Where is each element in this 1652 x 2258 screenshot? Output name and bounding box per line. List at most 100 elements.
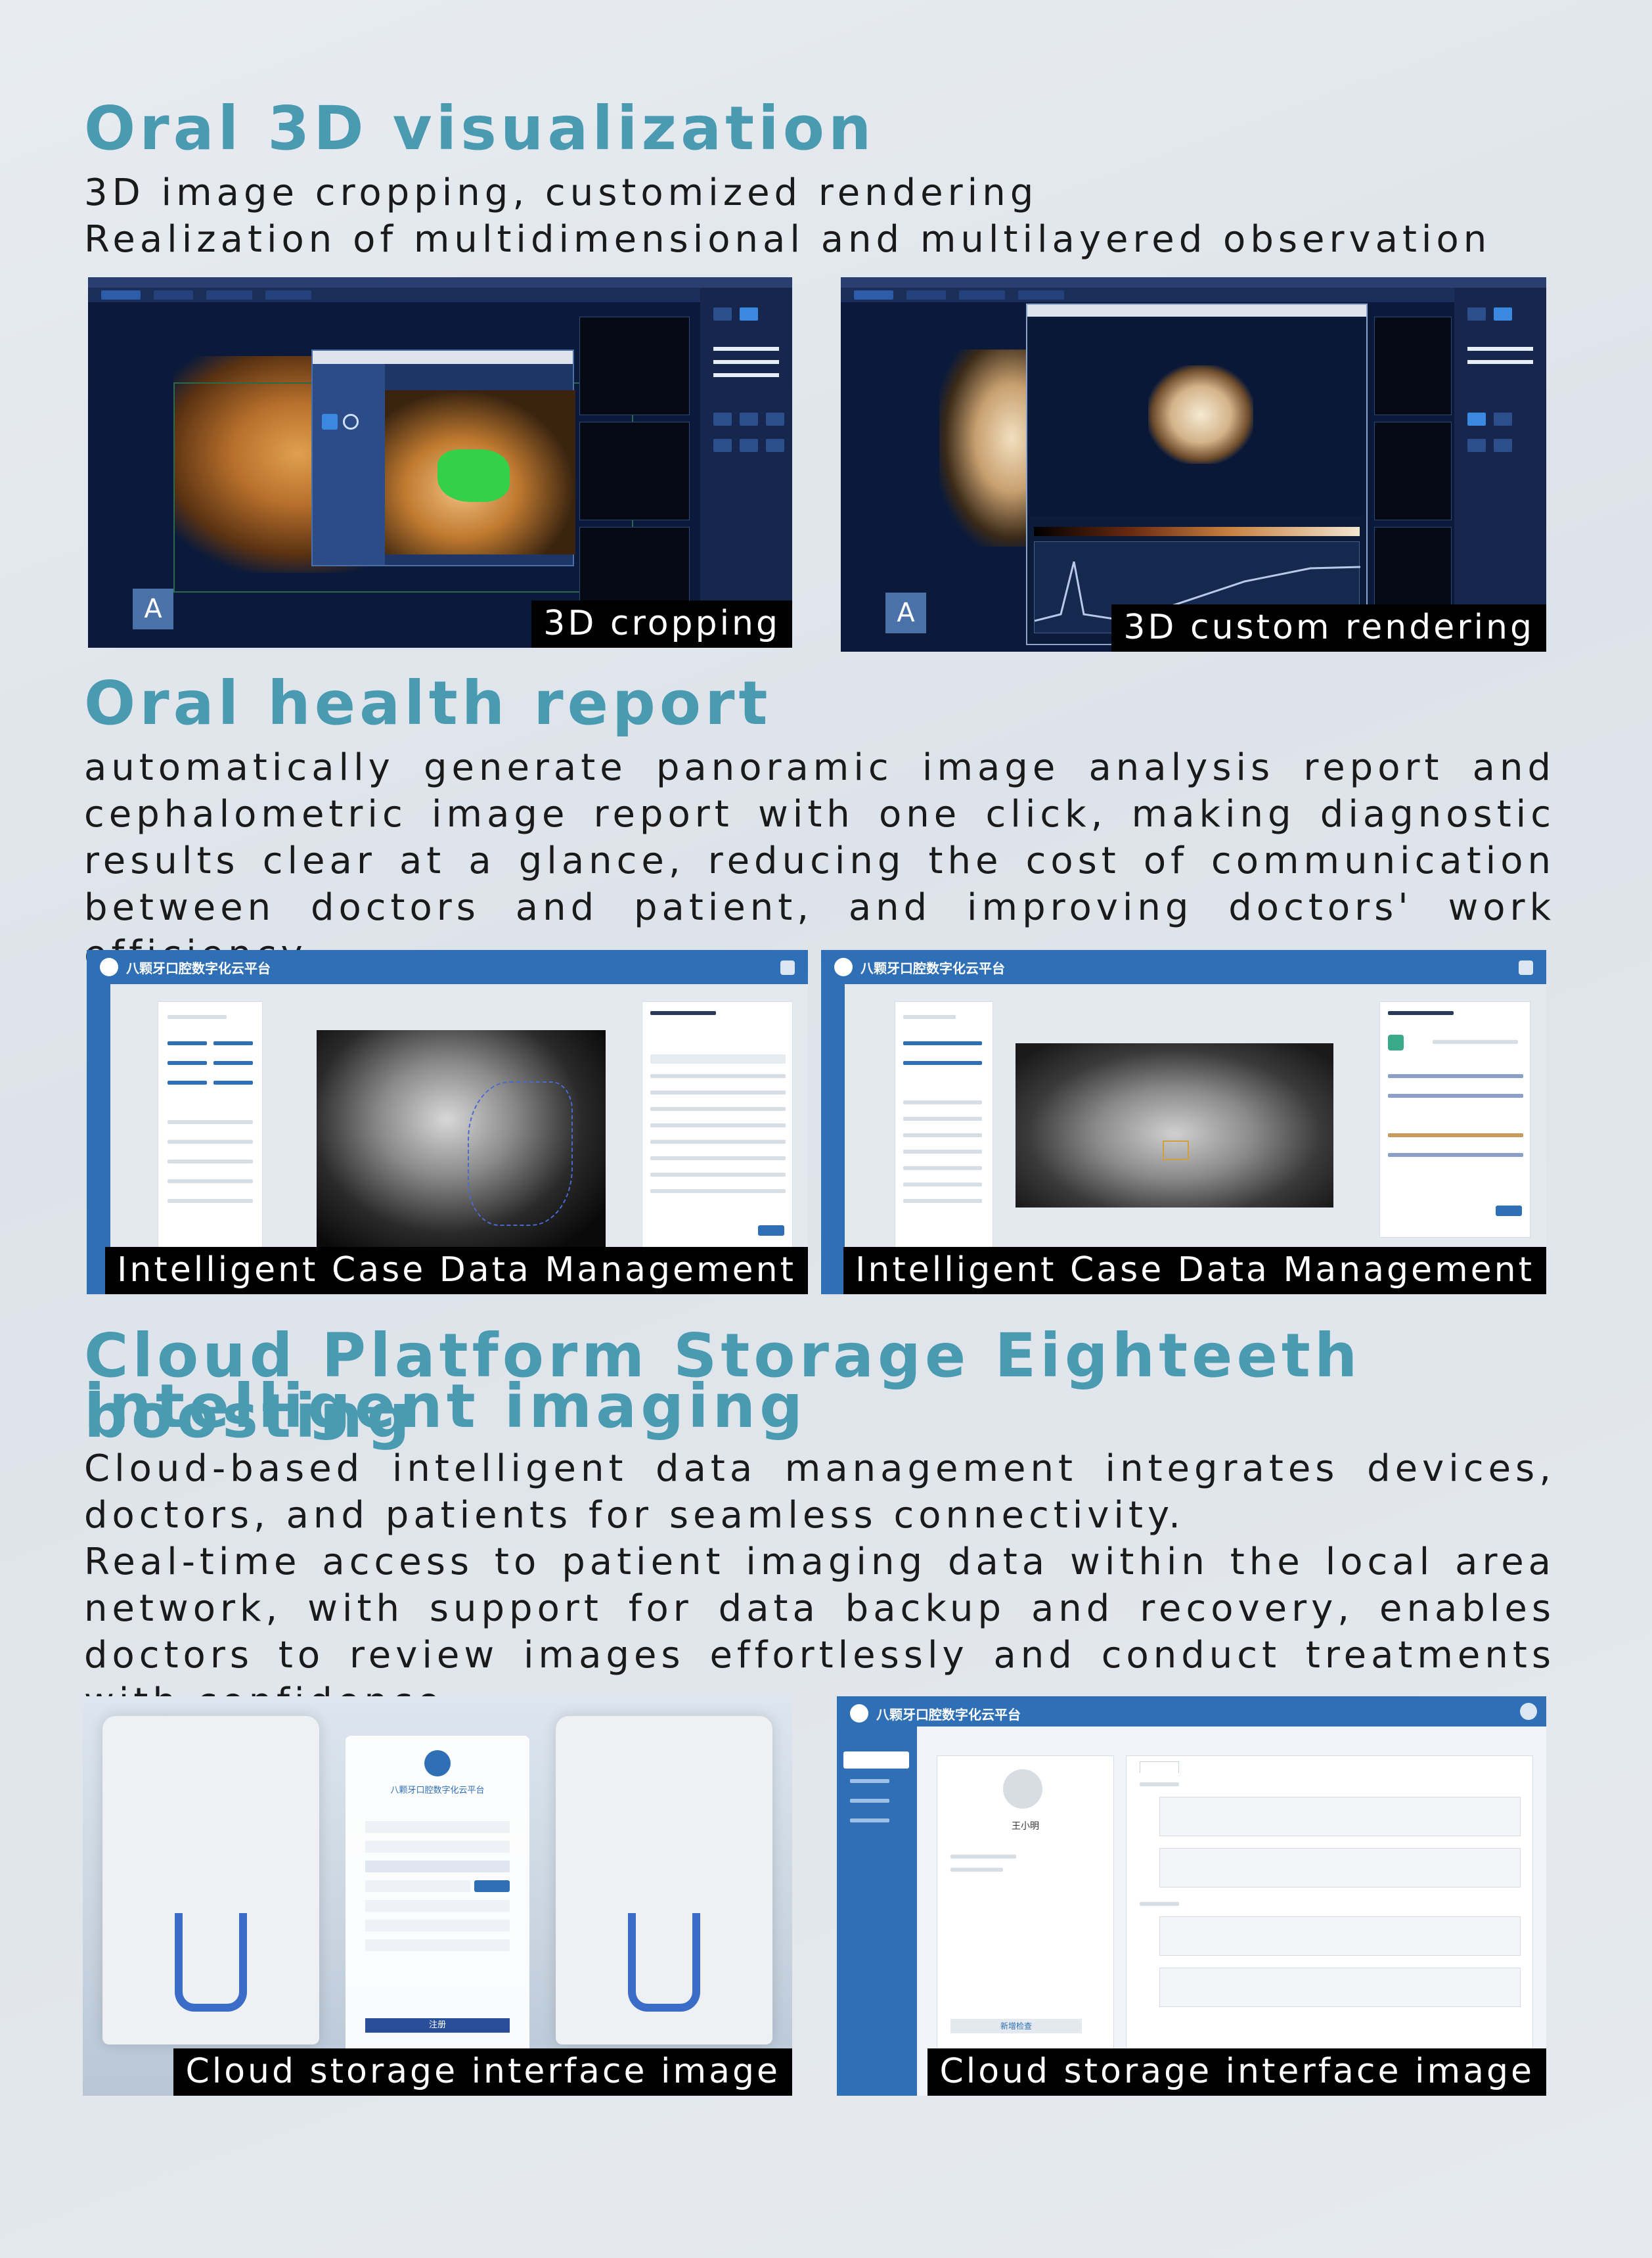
platform-header: 八颗牙口腔数字化云平台: [837, 1696, 1546, 1727]
tab-strip: [88, 288, 792, 302]
section-title-cloud-line-1: Cloud Platform Storage Eighteeth boostin…: [84, 1321, 1362, 1451]
side-tool-button[interactable]: [766, 439, 784, 452]
ceph-landmark-trace: [468, 1081, 573, 1226]
screenshot-3d-cropping: A 3D cropping: [88, 277, 792, 648]
cloud-paragraph-1: Cloud-based intelligent data management …: [84, 1447, 1555, 1537]
side-tool-button[interactable]: [766, 413, 784, 426]
platform-header: 八颗牙口腔数字化云平台: [821, 950, 1546, 984]
orientation-badge: A: [133, 589, 173, 629]
analysis-report-panel: [642, 1001, 793, 1257]
phone-input[interactable]: [365, 1821, 510, 1833]
side-tool-button[interactable]: [740, 307, 758, 321]
side-tool-button[interactable]: [1467, 439, 1486, 452]
side-tool-button[interactable]: [1494, 439, 1512, 452]
report-body-text: automatically generate panoramic image a…: [84, 746, 1555, 976]
platform-title: 八颗牙口腔数字化云平台: [860, 960, 1005, 976]
side-tool-button[interactable]: [713, 413, 732, 426]
patient-avatar: [1003, 1769, 1042, 1809]
screenshot-cloud-patient: 八颗牙口腔数字化云平台 王小明 新增检查 Cloud storage inter…: [837, 1696, 1546, 2096]
screenshot-3d-custom-rendering: A 3D custom rendering: [841, 277, 1546, 652]
exam-record[interactable]: [1159, 1848, 1521, 1887]
finding-list-panel: [895, 1001, 993, 1277]
caption-3d-custom-rendering: 3D custom rendering: [1111, 604, 1546, 652]
register-button[interactable]: 注册: [365, 2018, 510, 2033]
side-tool-button[interactable]: [713, 439, 732, 452]
measurement-list-panel: [158, 1001, 263, 1277]
user-avatar-icon[interactable]: [780, 960, 795, 975]
platform-logo-icon: [834, 958, 853, 976]
add-exam-button[interactable]: 新增检查: [950, 2019, 1082, 2033]
name-input[interactable]: [365, 1841, 510, 1853]
platform-logo-icon: [424, 1750, 451, 1776]
report-download-button[interactable]: [1496, 1206, 1522, 1216]
clinic-input[interactable]: [365, 1900, 510, 1912]
side-tool-button[interactable]: [1467, 307, 1486, 321]
platform-title: 八颗牙口腔数字化云平台: [390, 1786, 485, 1795]
panoramic-xray: [1016, 1043, 1333, 1208]
slice-view-axial: [579, 317, 690, 415]
caption-case-management-2: Intelligent Case Data Management: [843, 1247, 1546, 1294]
exam-record[interactable]: [1159, 1968, 1521, 2007]
platform-header: 八颗牙口腔数字化云平台: [87, 950, 808, 984]
section-title-cloud-line-2: intelligent imaging: [84, 1371, 807, 1441]
password-input[interactable]: [365, 1861, 510, 1872]
patient-card: 王小明 新增检查: [937, 1755, 1114, 2084]
region-input[interactable]: [365, 1920, 510, 1931]
sidebar-item[interactable]: [850, 1779, 889, 1783]
caption-case-management-1: Intelligent Case Data Management: [105, 1247, 808, 1294]
tool-side-panel: [1454, 288, 1546, 652]
color-gradient-bar[interactable]: [1034, 527, 1360, 536]
caption-3d-cropping: 3D cropping: [531, 600, 792, 648]
sidebar-item[interactable]: [850, 1818, 889, 1822]
window-titlebar: [88, 277, 792, 288]
rotate-icon[interactable]: [343, 414, 359, 430]
slice-view-axial: [1374, 317, 1452, 415]
screenshot-case-management-cephalometric: 八颗牙口腔数字化云平台 Intelligent Case Data Manage…: [87, 950, 808, 1294]
address-input[interactable]: [365, 1939, 510, 1951]
section-body-visualization: 3D image cropping, customized rendering …: [84, 169, 1555, 263]
user-avatar-icon[interactable]: [1519, 960, 1533, 975]
platform-title: 八颗牙口腔数字化云平台: [876, 1707, 1021, 1723]
section-title-visualization: Oral 3D visualization: [84, 93, 876, 164]
score-icon: [1388, 1035, 1404, 1050]
side-tool-button[interactable]: [1494, 307, 1512, 321]
patient-name: 王小明: [1012, 1821, 1039, 1832]
render-preview: [1030, 319, 1364, 516]
platform-nav-rail: [87, 984, 110, 1294]
side-tool-button[interactable]: [1494, 413, 1512, 426]
crop-tool-icon[interactable]: [322, 414, 338, 430]
side-tool-button[interactable]: [740, 439, 758, 452]
sidebar-item[interactable]: [850, 1799, 889, 1803]
render-settings-dialog: [1026, 304, 1368, 645]
scanner-device-left: [102, 1716, 319, 2044]
scanner-arm-right: [628, 1913, 700, 2012]
rendered-skull: [1148, 365, 1253, 464]
section-body-report: automatically generate panoramic image a…: [84, 744, 1555, 978]
tooth-finding-marker[interactable]: [1163, 1140, 1189, 1160]
sidebar-item-active[interactable]: [843, 1751, 909, 1769]
side-tool-button[interactable]: [713, 307, 732, 321]
report-download-button[interactable]: [758, 1225, 784, 1236]
scanner-arm-left: [175, 1913, 247, 2012]
panoramic-report-panel: [1379, 1001, 1530, 1238]
side-tool-button[interactable]: [740, 413, 758, 426]
exam-record[interactable]: [1159, 1797, 1521, 1836]
code-input[interactable]: [365, 1880, 470, 1892]
section-body-cloud: Cloud-based intelligent data management …: [84, 1445, 1555, 1725]
section-title-report: Oral health report: [84, 668, 772, 738]
platform-title: 八颗牙口腔数字化云平台: [126, 960, 271, 976]
exam-record-list: [1126, 1755, 1533, 2084]
cephalometric-xray: [317, 1030, 606, 1253]
side-tool-button[interactable]: [1467, 413, 1486, 426]
login-register-card: 八颗牙口腔数字化云平台 注册: [346, 1736, 529, 2096]
exam-record[interactable]: [1159, 1916, 1521, 1956]
screenshot-case-management-panoramic: 八颗牙口腔数字化云平台 Intelligent Case Data Manage…: [821, 950, 1546, 1294]
get-code-button[interactable]: [474, 1880, 510, 1892]
tool-side-panel: [700, 288, 792, 648]
visualization-line-2: Realization of multidimensional and mult…: [84, 218, 1492, 261]
window-titlebar: [841, 277, 1546, 288]
record-tab[interactable]: [1140, 1761, 1179, 1773]
platform-logo-icon: [850, 1704, 868, 1723]
visualization-line-1: 3D image cropping, customized rendering: [84, 171, 1038, 214]
user-avatar-icon[interactable]: [1520, 1703, 1537, 1720]
